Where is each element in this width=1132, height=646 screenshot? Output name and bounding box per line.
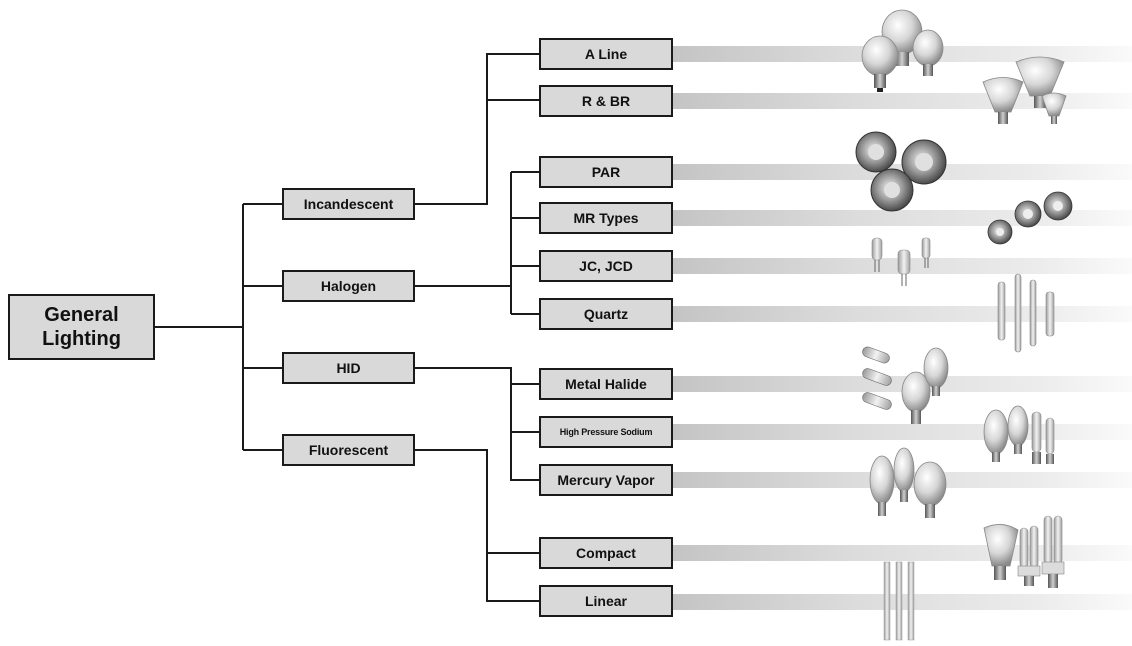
lamp-quartz: Quartz <box>539 298 673 330</box>
bi-pin-capsule-icon <box>871 237 931 286</box>
cfl-icon <box>983 515 1065 588</box>
a-line-bulb-icon <box>861 9 944 92</box>
par-lamp-icon <box>855 131 947 212</box>
linear-tube-icon <box>883 561 915 641</box>
hps-lamp-icon <box>983 405 1055 464</box>
quartz-tube-icon <box>997 273 1055 353</box>
category-halogen: Halogen <box>282 270 415 302</box>
lamp-linear: Linear <box>539 585 673 617</box>
lamp-par: PAR <box>539 156 673 188</box>
lamp-a-line: A Line <box>539 38 673 70</box>
category-fluorescent: Fluorescent <box>282 434 415 466</box>
metal-halide-lamp-icon <box>862 346 949 424</box>
root-box-general-lighting: General Lighting <box>8 294 155 360</box>
root-label-line1: General <box>44 304 119 326</box>
lamp-high-pressure-sodium: High Pressure Sodium <box>539 416 673 448</box>
mr-lamp-icon <box>987 191 1073 245</box>
reflector-bulb-icon <box>982 56 1067 124</box>
lamp-mr-types: MR Types <box>539 202 673 234</box>
band-metal-halide <box>672 376 1132 392</box>
lamp-compact: Compact <box>539 537 673 569</box>
category-incandescent: Incandescent <box>282 188 415 220</box>
category-hid: HID <box>282 352 415 384</box>
lamp-r-br: R & BR <box>539 85 673 117</box>
root-label-line2: Lighting <box>42 328 121 350</box>
lamp-metal-halide: Metal Halide <box>539 368 673 400</box>
lamp-jc-jcd: JC, JCD <box>539 250 673 282</box>
lamp-mercury-vapor: Mercury Vapor <box>539 464 673 496</box>
band-compact <box>672 545 1132 561</box>
mercury-vapor-lamp-icon <box>869 447 947 518</box>
